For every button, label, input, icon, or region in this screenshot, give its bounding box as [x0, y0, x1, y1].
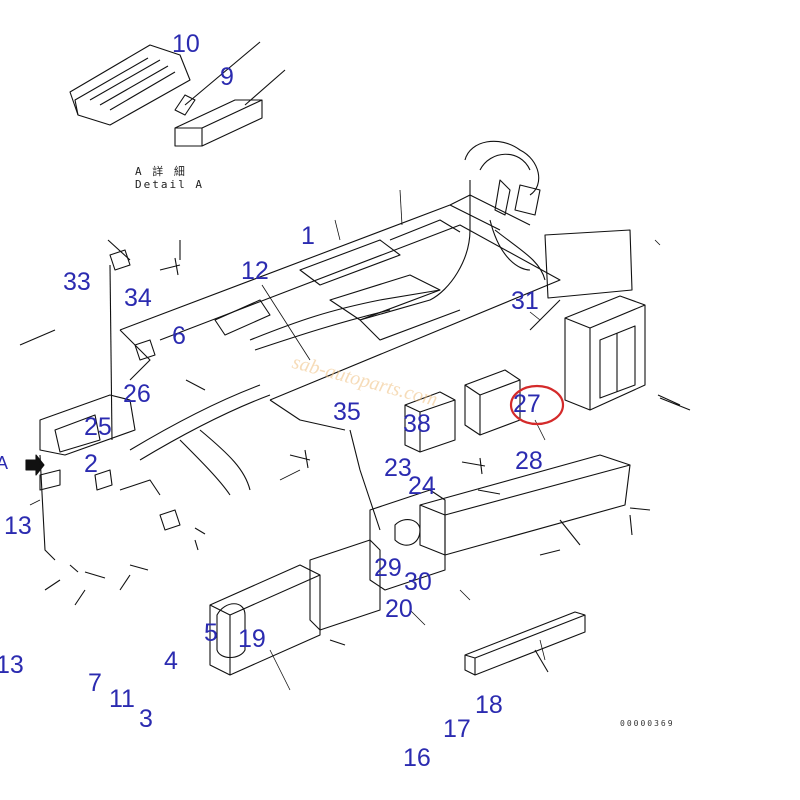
highlight-circle-27: [509, 384, 565, 426]
callout-4: 4: [164, 647, 178, 675]
bolt-fasteners: [44, 240, 651, 646]
callout-28: 28: [515, 447, 543, 475]
bar-18: [464, 611, 586, 676]
callout-33: 33: [63, 268, 91, 296]
callout-24: 24: [408, 472, 436, 500]
callout-30: 30: [404, 568, 432, 596]
detail-a-label: A 詳 細 Detail A: [135, 165, 204, 191]
callout-25: 25: [84, 413, 112, 441]
callout-1: 1: [301, 222, 315, 250]
detail-a-english: Detail A: [135, 178, 204, 192]
lower-frame-rails: [209, 429, 633, 676]
callout-9: 9: [220, 63, 234, 91]
callout-10: 10: [172, 30, 200, 58]
detail-a-connector: [69, 41, 261, 126]
callout-34: 34: [124, 284, 152, 312]
callout-19: 19: [238, 625, 266, 653]
callout-12: 12: [241, 257, 269, 285]
callout-13-lower: 13: [0, 651, 24, 679]
callout-31: 31: [511, 287, 539, 315]
callout-23: 23: [384, 454, 412, 482]
callout-17: 17: [443, 715, 471, 743]
callout-38: 38: [403, 410, 431, 438]
callout-6: 6: [172, 322, 186, 350]
callout-5: 5: [204, 619, 218, 647]
arrow-a-icon: [25, 454, 45, 476]
detail-a-block-9: [174, 69, 286, 147]
wire-harness: [129, 140, 546, 496]
callout-13-upper: 13: [4, 512, 32, 540]
arrow-a-letter: A: [0, 453, 9, 473]
callout-27: 27: [513, 390, 541, 418]
left-bracket: [19, 239, 181, 561]
callout-26: 26: [123, 380, 151, 408]
callout-35: 35: [333, 398, 361, 426]
leader-lines: [29, 189, 661, 691]
callout-29: 29: [374, 554, 402, 582]
callout-11: 11: [109, 685, 135, 713]
callout-2: 2: [84, 450, 98, 478]
controller-box: [564, 295, 691, 411]
callout-16: 16: [403, 744, 431, 772]
detail-a-japanese: A 詳 細: [135, 165, 187, 178]
callout-7: 7: [88, 669, 102, 697]
callout-3: 3: [139, 705, 153, 733]
drawing-number: 00000369: [620, 719, 675, 728]
callout-18: 18: [475, 691, 503, 719]
callout-20: 20: [385, 595, 413, 623]
main-frame-plate: [119, 194, 633, 431]
